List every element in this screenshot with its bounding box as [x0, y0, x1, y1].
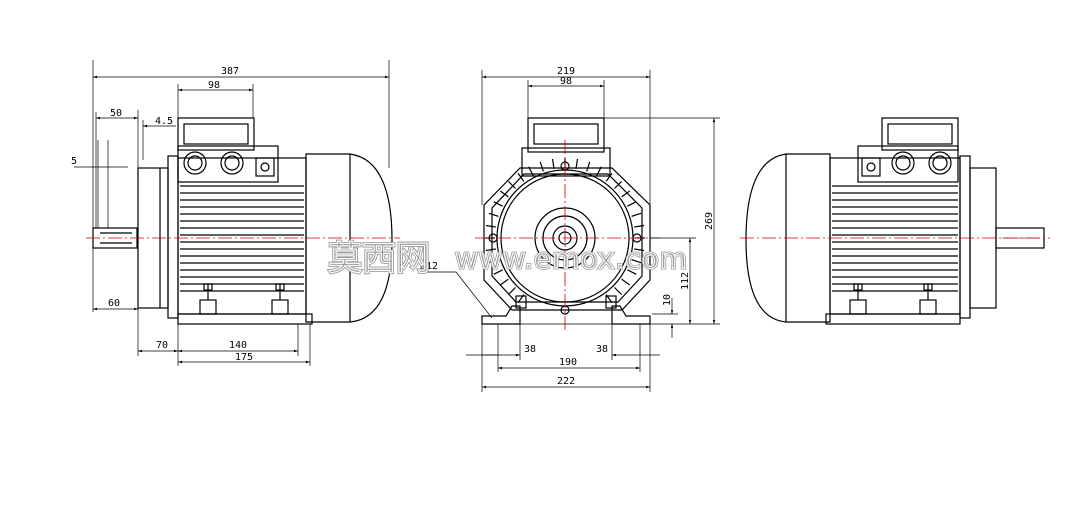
dim-219: 219: [557, 66, 575, 77]
radial-fin: [508, 181, 516, 189]
radial-fin: [528, 166, 534, 176]
dim-190: 190: [559, 357, 577, 368]
radial-fin: [614, 181, 622, 189]
watermark-site-name-shadow: 莫西网: [328, 239, 430, 279]
dim-98-side: 98: [208, 80, 220, 91]
dim-112: 112: [680, 272, 691, 290]
dim-60: 60: [108, 298, 120, 309]
radial-fin: [508, 287, 516, 295]
radial-fin: [605, 172, 613, 182]
terminal-box-right: [881, 117, 959, 151]
radial-fin: [631, 259, 642, 264]
radial-fin: [493, 201, 503, 207]
dim-269: 269: [704, 212, 715, 230]
radial-fin: [575, 158, 579, 169]
cooling-fins-left: [180, 185, 304, 292]
radial-fin: [596, 166, 602, 176]
dim-140: 140: [229, 340, 247, 351]
dim-hole-diameter: Ø12: [420, 260, 438, 272]
fan-cover-left: [305, 153, 393, 323]
dim-98-front: 98: [560, 76, 572, 87]
dim-70: 70: [156, 340, 168, 351]
radial-fin: [499, 278, 509, 286]
dim-4-5: 4.5: [155, 116, 173, 127]
dim-387: 387: [221, 66, 239, 77]
radial-fin: [627, 269, 637, 275]
radial-fin: [614, 287, 622, 295]
foot-front-left: [481, 305, 521, 325]
radial-fin: [499, 190, 509, 198]
radial-fin: [627, 201, 637, 207]
radial-fin: [493, 269, 503, 275]
foot-left-side: [177, 313, 313, 325]
radial-fin: [634, 224, 645, 228]
foot-right-side: [825, 313, 961, 325]
dimension-lines: [74, 60, 720, 392]
dim-38-left: 38: [524, 344, 536, 355]
dim-5: 5: [71, 156, 77, 167]
watermark-url-shadow: www.emox.com: [455, 242, 688, 275]
dim-10: 10: [662, 294, 673, 306]
dim-38-right: 38: [596, 344, 608, 355]
watermark-site-name: 莫西网: [328, 239, 430, 279]
radial-fin: [621, 278, 631, 286]
radial-fin: [485, 224, 496, 228]
watermark: 莫西网 莫西网 www.emox.com www.emox.com: [327, 238, 689, 281]
radial-fin: [586, 161, 591, 172]
dim-175: 175: [235, 352, 253, 363]
foot-front-right: [611, 305, 651, 325]
fan-cover-right: [745, 153, 831, 323]
watermark-url: www.emox.com: [455, 242, 688, 275]
radial-fin: [621, 190, 631, 198]
radial-fin: [539, 161, 544, 172]
radial-fin: [488, 259, 499, 264]
radial-fin: [634, 248, 645, 252]
radial-fin: [488, 212, 499, 217]
dim-50: 50: [110, 108, 122, 119]
radial-fin: [517, 172, 525, 182]
radial-fin: [551, 158, 555, 169]
side-view-right: [745, 117, 1045, 325]
cooling-fins-right: [832, 185, 958, 292]
terminal-box-left: [177, 117, 255, 151]
radial-fin: [485, 248, 496, 252]
front-view: [481, 117, 651, 325]
radial-fin: [631, 212, 642, 217]
dim-222: 222: [557, 376, 575, 387]
terminal-box-front: [527, 117, 605, 153]
